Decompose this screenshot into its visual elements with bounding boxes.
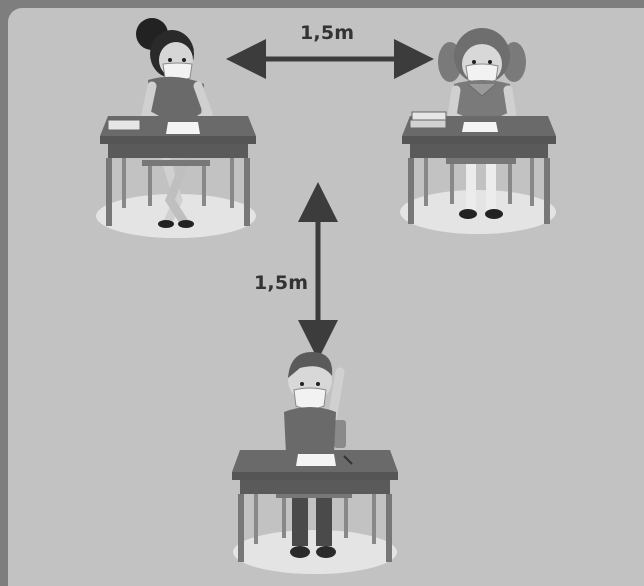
horizontal-distance-label: 1,5m [300,22,354,44]
vertical-distance-label: 1,5m [254,272,308,294]
student-desk-bottom [232,352,398,574]
paper [166,122,200,134]
book [410,120,446,128]
paper [296,454,336,466]
face-mask [294,388,326,409]
book [412,112,446,120]
student-desk-top-right [400,28,556,234]
book [108,120,140,130]
student-desk-top-left [96,18,256,238]
paper [462,122,498,132]
